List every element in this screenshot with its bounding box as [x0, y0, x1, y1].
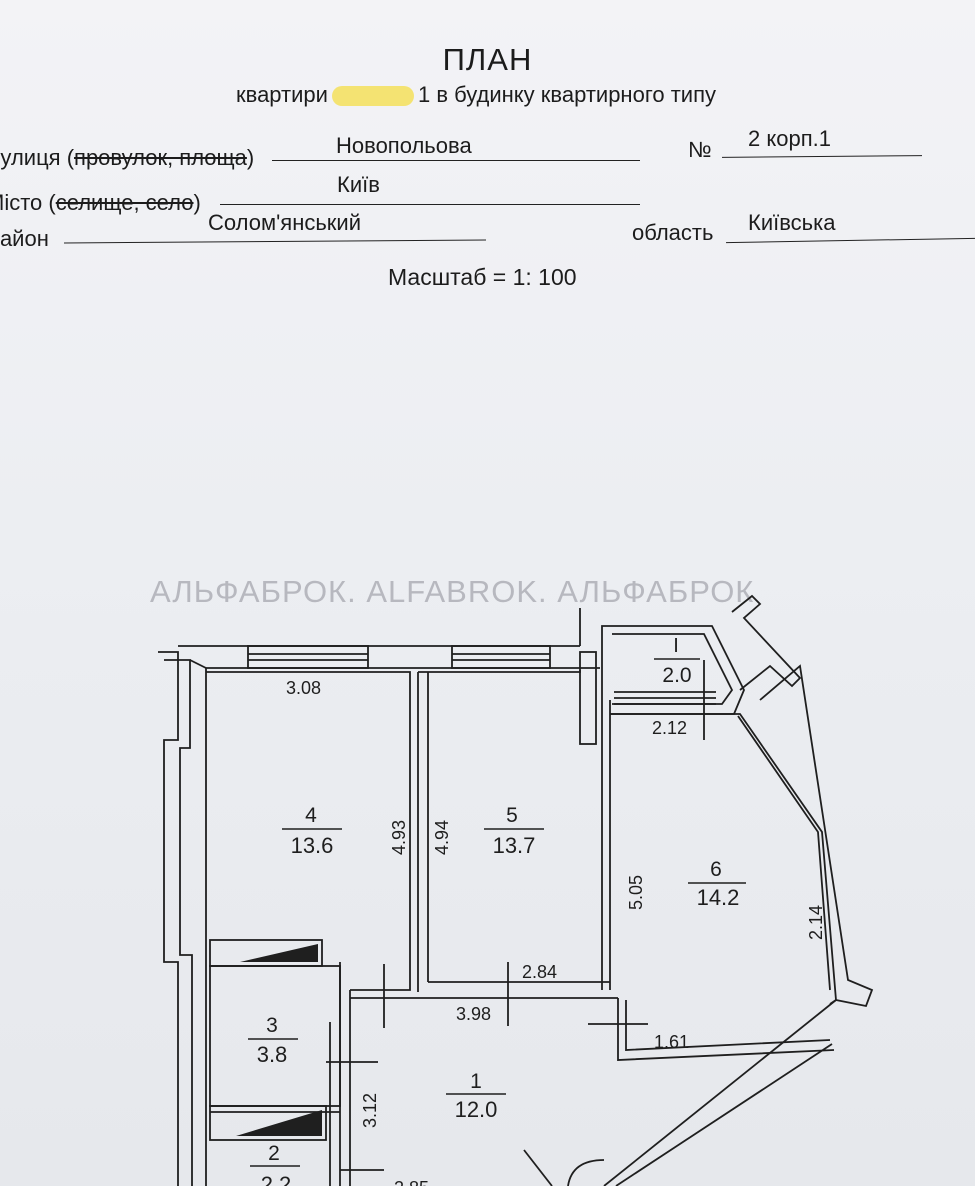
built-in-2 [209, 1105, 327, 1141]
city-label-struck: селище, село [55, 190, 194, 215]
built-in-2-fill [236, 1110, 322, 1136]
built-in-3-fill [240, 944, 318, 962]
built-in-3 [209, 939, 323, 967]
subtitle-left: квартири [236, 82, 328, 107]
room-2-area: 2.2 [261, 1172, 292, 1186]
outer-wall-top-left [189, 659, 207, 669]
door-jamb-room5 [579, 651, 597, 745]
dim-4-94: 4.94 [432, 820, 452, 855]
room-I-number: I [673, 635, 679, 657]
room-4-walls [206, 671, 411, 991]
window-room4 [247, 645, 369, 669]
window-room5 [451, 645, 551, 669]
watermark: АЛЬФАБРОК. ALFABROK. АЛЬФАБРОК [150, 574, 755, 609]
dim-5-05: 5.05 [626, 875, 646, 910]
city-label-close: ) [193, 190, 201, 215]
scale-label: Масштаб = 1: 100 [388, 264, 577, 290]
region-label: область [632, 220, 714, 245]
dim-3-98: 3.98 [456, 1004, 491, 1024]
room-6-area: 14.2 [697, 885, 740, 910]
street-underline [272, 160, 640, 161]
city-underline [220, 204, 640, 205]
outer-wall-bottom-diagonal [603, 999, 837, 1186]
district-value: Солом'янський [208, 210, 362, 235]
outer-wall-bottom-diagonal-inner [615, 1043, 833, 1186]
room-4-area: 13.6 [291, 833, 334, 858]
outer-wall-left-outer [158, 651, 179, 1186]
city-label-plain: Місто ( [0, 190, 56, 215]
number-value: 2 корп.1 [748, 126, 831, 151]
city-value: Київ [337, 172, 380, 197]
room-5-number: 5 [506, 804, 518, 827]
subtitle-right: в будинку квартирного типу [436, 82, 716, 107]
room-6-walls [610, 713, 837, 1005]
room-3-area: 3.8 [257, 1042, 288, 1067]
dim-2-84: 2.84 [522, 962, 557, 982]
dim-4-93: 4.93 [389, 820, 409, 855]
room-6-number: 6 [710, 858, 722, 881]
dim-1-61: 1.61 [654, 1032, 689, 1052]
outer-wall-right-outer [759, 664, 874, 1008]
street-label-plain: Вулиця ( [0, 145, 75, 170]
street-label-struck: провулок, площа [74, 145, 247, 170]
redaction-highlight [331, 86, 414, 107]
room-6-bottom-b [625, 1000, 831, 1051]
dim-2-85: 2.85 [394, 1178, 429, 1186]
room-1-number: 1 [470, 1070, 482, 1093]
room-3-number: 3 [266, 1014, 278, 1037]
dim-2-14: 2.14 [806, 905, 826, 940]
door-arc-entrance [567, 1159, 605, 1186]
room-I-area: 2.0 [662, 664, 691, 687]
dim-3-12: 3.12 [360, 1093, 380, 1128]
room-5-walls [418, 670, 581, 673]
city-label: Місто (селище, село) [0, 190, 201, 216]
room-2-number: 2 [268, 1142, 280, 1165]
tick-538 [523, 1149, 553, 1186]
street-value: Новопольова [336, 133, 472, 158]
dim-2-12: 2.12 [652, 718, 687, 738]
room-6-bottom [617, 998, 835, 1061]
district-label: Район [0, 226, 49, 251]
room-1-area: 12.0 [455, 1097, 498, 1122]
street-label-close: ) [246, 145, 255, 170]
outer-wall-right-inner [737, 715, 831, 991]
number-label: № [688, 137, 712, 162]
room-4-number: 4 [305, 804, 317, 827]
room-5-area: 13.7 [493, 833, 536, 858]
subtitle-number: 1 [417, 82, 431, 107]
plan-subtitle: квартири 1 в будинку квартирного типу [236, 82, 716, 108]
street-label: Вулиця (провулок, площа) [0, 145, 254, 171]
dim-3-08: 3.08 [286, 678, 321, 698]
outer-wall-right-top [731, 594, 802, 691]
page-title: ПЛАН [442, 42, 533, 77]
region-value: Київська [748, 210, 836, 235]
